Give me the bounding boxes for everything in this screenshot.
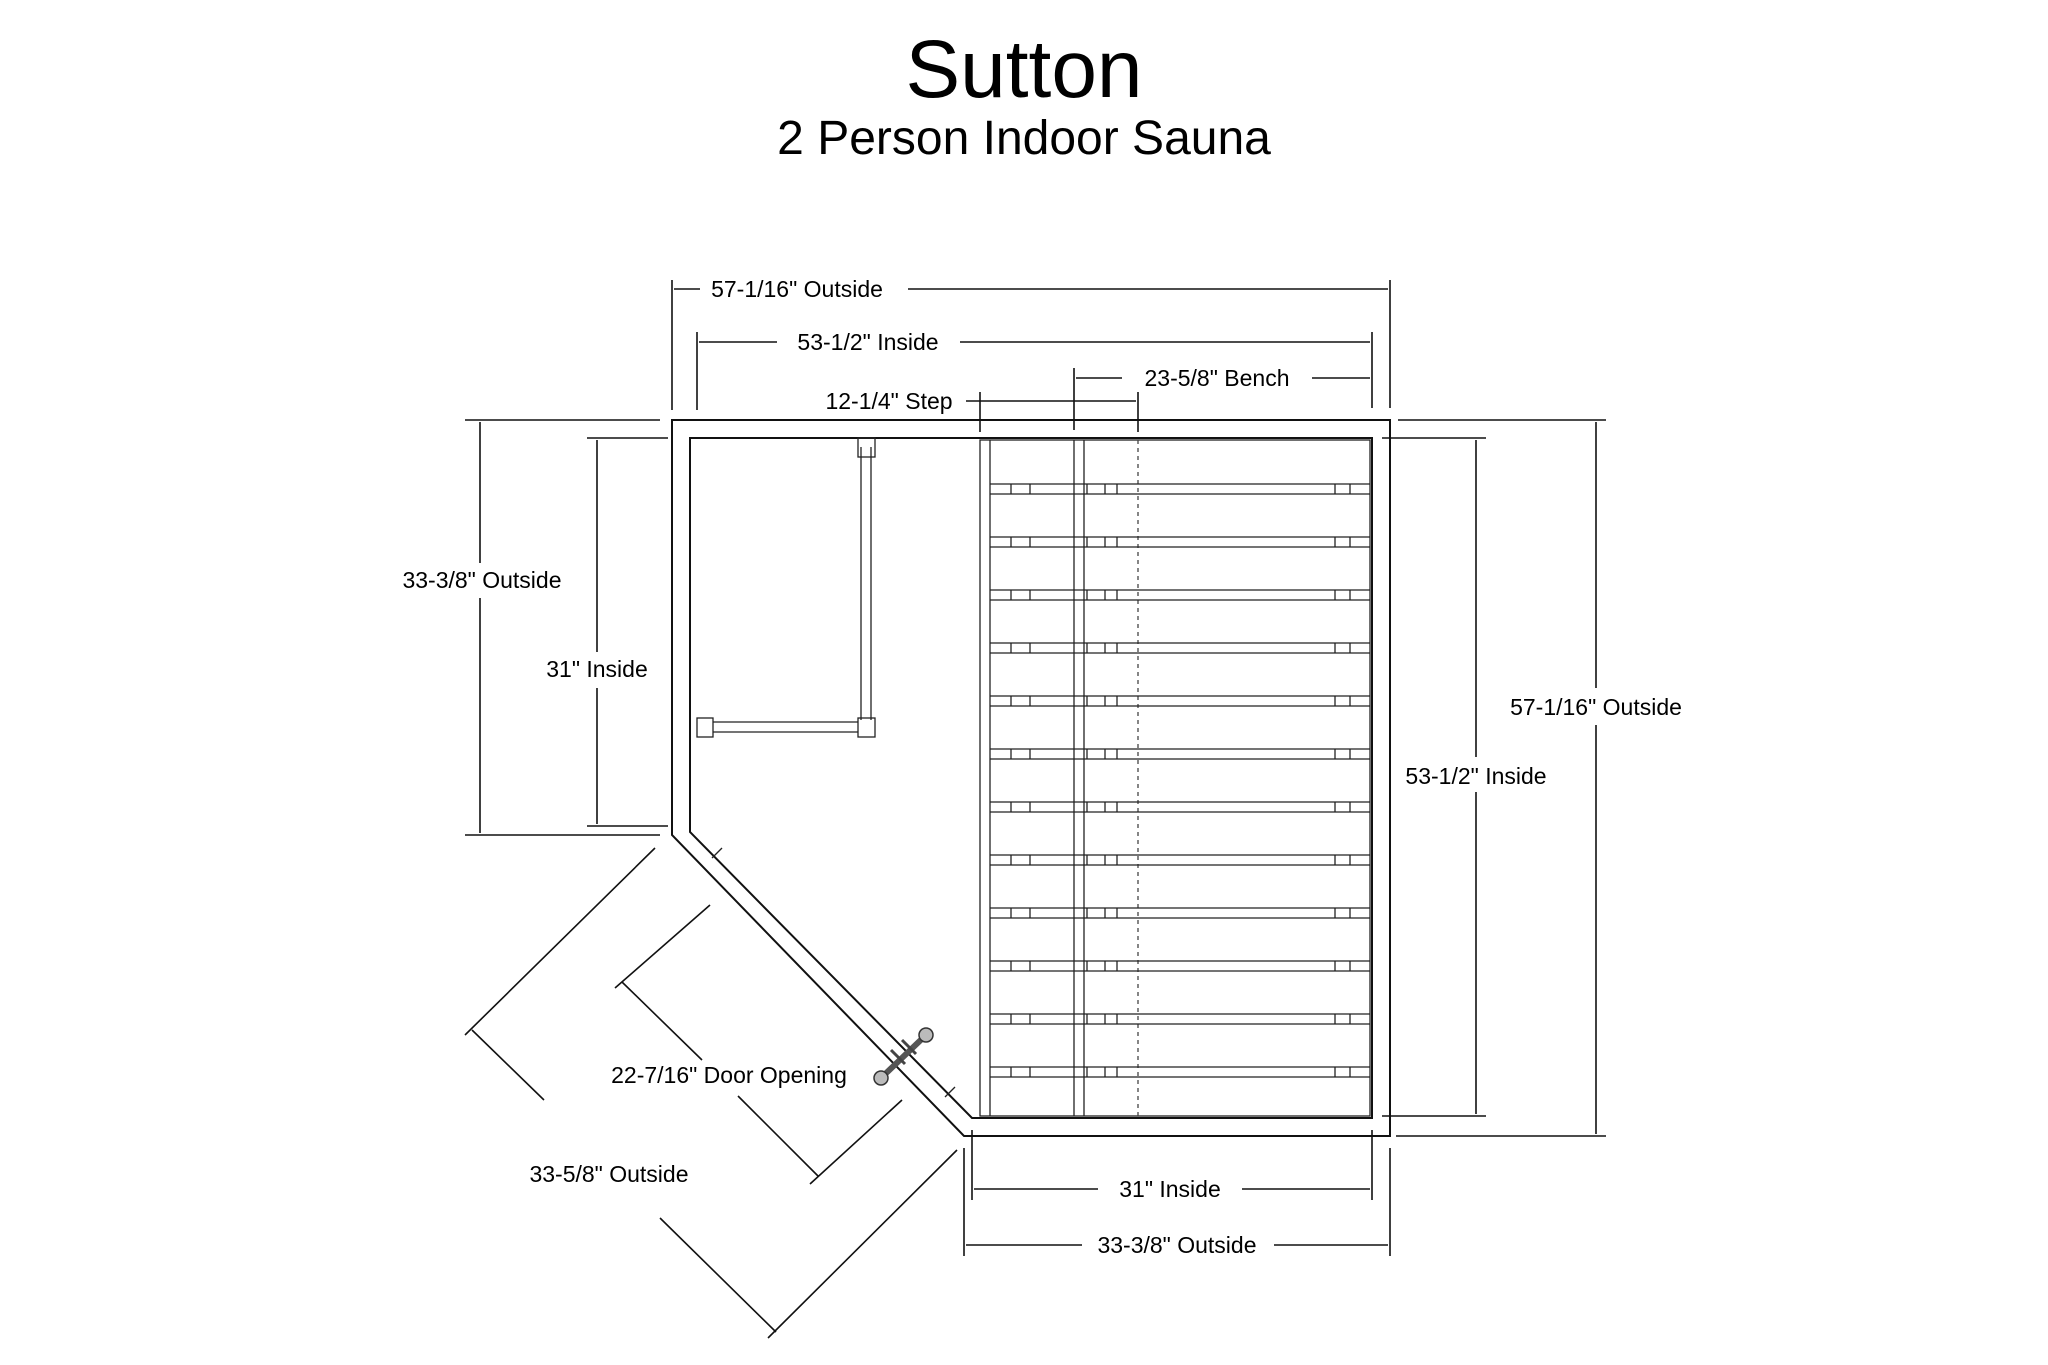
shelf-post: [857, 437, 876, 458]
shelf-post: [857, 717, 876, 738]
dim-step: 12-1/4" Step: [825, 388, 952, 414]
door-jamb: [944, 1086, 956, 1098]
door-handle-icon: [873, 1027, 934, 1086]
dim-bottom-inside: 31" Inside: [1119, 1176, 1221, 1202]
dim-left-outside: 33-3/8" Outside: [402, 567, 561, 593]
dim-bench: 23-5/8" Bench: [1145, 365, 1290, 391]
sauna-walls: [671, 419, 1391, 1137]
dimension-lines: 57-1/16" Outside 53-1/2" Inside 23-5/8" …: [402, 276, 1682, 1339]
dim-door-opening: 22-7/16" Door Opening: [611, 1062, 847, 1088]
dim-right-outside: 57-1/16" Outside: [1510, 694, 1682, 720]
dim-top-inside: 53-1/2" Inside: [797, 329, 938, 355]
bench: [979, 439, 1371, 1117]
outer-wall: [671, 419, 1391, 1137]
bench-frame: [979, 439, 1371, 1117]
inner-wall: [689, 437, 1373, 1119]
corner-shelf: [696, 437, 876, 738]
dim-right-inside: 53-1/2" Inside: [1405, 763, 1546, 789]
page-title: Sutton: [905, 24, 1143, 115]
page-subtitle: 2 Person Indoor Sauna: [777, 112, 1271, 165]
dim-diagonal-outside: 33-5/8" Outside: [529, 1161, 688, 1187]
shelf-post: [696, 717, 714, 738]
door-jamb: [711, 847, 723, 859]
dim-left-inside: 31" Inside: [546, 656, 648, 682]
dim-bottom-outside: 33-3/8" Outside: [1097, 1232, 1256, 1258]
dim-top-outside: 57-1/16" Outside: [711, 276, 883, 302]
